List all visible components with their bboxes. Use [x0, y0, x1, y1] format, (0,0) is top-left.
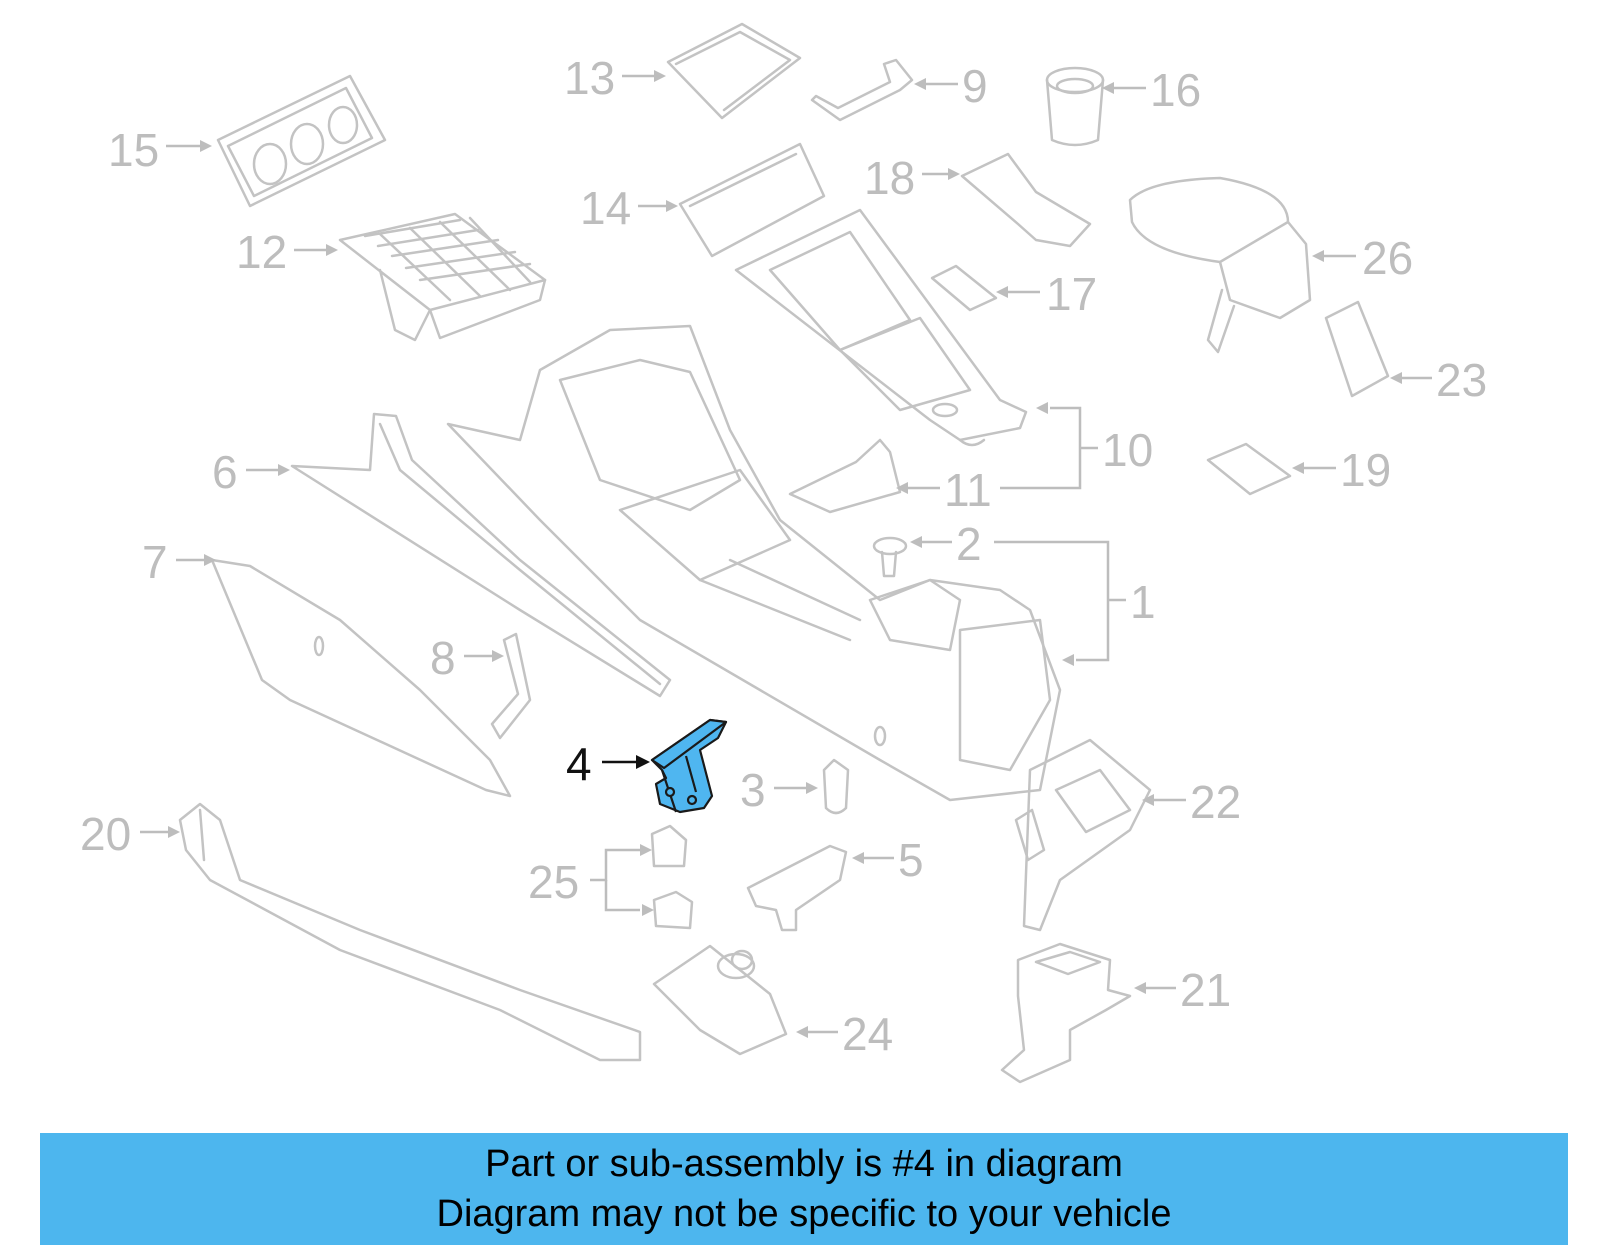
part-8-bracket [490, 632, 532, 740]
callout-3: 3 [740, 764, 766, 816]
callout-2: 2 [956, 518, 982, 570]
part-2-clip [872, 536, 908, 578]
part-3-plug [822, 758, 850, 815]
callout-11: 11 [944, 464, 992, 516]
callout-21: 21 [1180, 964, 1231, 1016]
part-12-storage-net [338, 212, 547, 342]
callout-19: 19 [1340, 444, 1391, 496]
callout-16: 16 [1150, 64, 1201, 116]
callout-6: 6 [212, 446, 238, 498]
part-11-bracket [788, 438, 902, 514]
callout-25: 25 [528, 856, 579, 908]
callout-10: 10 [1102, 424, 1153, 476]
callout-8: 8 [430, 632, 456, 684]
part-23-bracket [1324, 300, 1390, 398]
callout-24: 24 [842, 1008, 893, 1060]
callout-26: 26 [1362, 232, 1413, 284]
part-14-lid [678, 142, 826, 258]
part-15-control-panel [216, 74, 387, 208]
callout-numbers: 13 9 16 15 18 14 26 12 17 23 10 11 19 6 … [80, 52, 1487, 1060]
part-20-duct [178, 802, 642, 1062]
part-22-rear-vent [1014, 738, 1152, 932]
part-9-trim-strip [810, 58, 914, 122]
callout-22: 22 [1190, 776, 1241, 828]
part-21-duct [1000, 942, 1132, 1084]
callout-17: 17 [1046, 268, 1097, 320]
callout-20: 20 [80, 808, 131, 860]
callout-leaders [140, 70, 1432, 1038]
callout-13: 13 [564, 52, 615, 104]
part-17-pad [930, 264, 998, 312]
banner-line-part: Part or sub-assembly is #4 in diagram [485, 1143, 1123, 1185]
part-6-trim-strip [290, 412, 672, 698]
part-13-tray [666, 22, 802, 120]
part-1-console-body [446, 324, 1062, 802]
part-7-side-panel [210, 558, 512, 798]
callout-9: 9 [962, 60, 988, 112]
part-4-bracket-highlighted [650, 718, 728, 814]
callout-1: 1 [1130, 576, 1156, 628]
part-16-cup-holder [1045, 66, 1105, 147]
callout-7: 7 [142, 536, 168, 588]
callout-15: 15 [108, 124, 159, 176]
part-10-console-cover [734, 208, 1028, 447]
callout-12: 12 [236, 226, 287, 278]
callout-23: 23 [1436, 354, 1487, 406]
callout-14: 14 [580, 182, 631, 234]
part-26-armrest [1128, 176, 1312, 354]
banner-line-disclaimer: Diagram may not be specific to your vehi… [436, 1193, 1172, 1235]
part-19-pad [1206, 442, 1292, 496]
info-banner: Part or sub-assembly is #4 in diagram Di… [40, 1133, 1568, 1245]
part-18-gaiter [960, 152, 1092, 248]
part-25-clips [650, 824, 694, 930]
part-5-bracket [746, 844, 848, 932]
callout-18: 18 [864, 152, 915, 204]
part-24-gear-selector [652, 944, 788, 1056]
callout-5: 5 [898, 834, 924, 886]
callout-4-highlighted: 4 [566, 738, 592, 790]
